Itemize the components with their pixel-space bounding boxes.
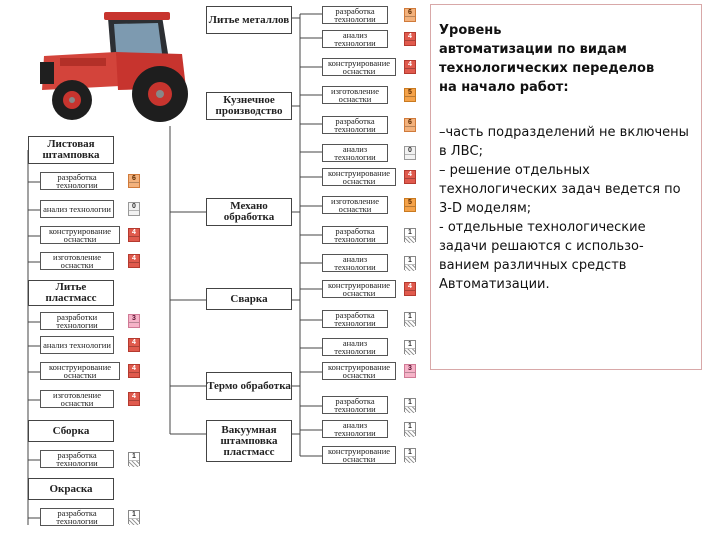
- level-tag: 4: [404, 60, 416, 74]
- automation-diagram: Литье металлов Кузнечное производство Ме…: [0, 0, 430, 540]
- task-konstruirovanie: конструирование оснастки: [322, 446, 396, 464]
- level-tag: 0: [404, 146, 416, 160]
- panel-heading-line: автоматизации по видам: [439, 40, 693, 59]
- process-vakuumnaya: Вакуумная штамповка пластмасс: [206, 420, 292, 462]
- task-analiz: анализ технологии: [322, 420, 388, 438]
- level-tag: 1: [404, 312, 416, 326]
- task-razrabotka: разработка технологии: [322, 116, 388, 134]
- level-tag: 1: [404, 340, 416, 354]
- level-tag: 4: [128, 364, 140, 378]
- tractor-image: [30, 6, 210, 126]
- task-konstruirovanie: конструирование оснастки: [322, 280, 396, 298]
- task-konstruirovanie: конструирование оснастки: [322, 168, 396, 186]
- process-sborka: Сборка: [28, 420, 114, 442]
- task-izgotovlenie: изготовление оснастки: [40, 252, 114, 270]
- task-analiz: анализ технологии: [40, 336, 114, 354]
- level-tag: 3: [128, 314, 140, 328]
- level-tag: 6: [128, 174, 140, 188]
- panel-heading: Уровень автоматизации по видам технологи…: [439, 21, 693, 97]
- task-analiz: анализ технологии: [322, 254, 388, 272]
- process-litye-plastmass: Литье пластмасс: [28, 280, 114, 306]
- panel-heading-line: на начало работ:: [439, 78, 693, 97]
- task-razrabotka: разработка технологии: [322, 6, 388, 24]
- level-tag: 4: [404, 282, 416, 296]
- panel-heading-line: Уровень: [439, 21, 693, 40]
- task-razrabotka: разработка технологии: [40, 450, 114, 468]
- task-konstruirovanie: конструирование оснастки: [322, 362, 396, 380]
- level-tag: 1: [128, 452, 140, 466]
- level-tag: 1: [404, 422, 416, 436]
- level-tag: 6: [404, 8, 416, 22]
- level-tag: 0: [128, 202, 140, 216]
- task-razrabotka: разработка технологии: [322, 226, 388, 244]
- process-svarka: Сварка: [206, 288, 292, 310]
- task-analiz: анализ технологии: [322, 338, 388, 356]
- process-mekhano: Механо обработка: [206, 198, 292, 226]
- task-izgotovlenie: изготовление оснастки: [40, 390, 114, 408]
- task-razrabotka: разработка технологии: [40, 172, 114, 190]
- description-panel: Уровень автоматизации по видам технологи…: [430, 4, 702, 370]
- task-izgotovlenie: изготовление оснастки: [322, 196, 388, 214]
- process-kuznechnoe: Кузнечное производство: [206, 92, 292, 120]
- task-konstruirovanie: конструирование оснастки: [40, 226, 120, 244]
- level-tag: 3: [404, 364, 416, 378]
- level-tag: 4: [404, 32, 416, 46]
- process-listovaya: Листовая штамповка: [28, 136, 114, 164]
- level-tag: 1: [404, 398, 416, 412]
- level-tag: 4: [128, 392, 140, 406]
- task-razrabotka: разработка технологии: [322, 396, 388, 414]
- task-analiz: анализ технологии: [40, 200, 114, 218]
- level-tag: 1: [128, 510, 140, 524]
- level-tag: 5: [404, 198, 416, 212]
- task-konstruirovanie: конструирование оснастки: [322, 58, 396, 76]
- level-tag: 1: [404, 256, 416, 270]
- level-tag: 1: [404, 228, 416, 242]
- task-razrabotka: разработка технологии: [322, 310, 388, 328]
- process-okraska: Окраска: [28, 478, 114, 500]
- panel-body: –часть подразделений не включены в ЛВС; …: [439, 123, 693, 294]
- process-litye-metallov: Литье металлов: [206, 6, 292, 34]
- level-tag: 4: [404, 170, 416, 184]
- panel-heading-line: технологических переделов: [439, 59, 693, 78]
- level-tag: 4: [128, 228, 140, 242]
- task-razrabotki: разработки технологии: [40, 312, 114, 330]
- task-konstruirovanie: конструирование оснастки: [40, 362, 120, 380]
- task-analiz: анализ технологии: [322, 144, 388, 162]
- task-razrabotka: разработка технологии: [40, 508, 114, 526]
- task-izgotovlenie: изготовление оснастки: [322, 86, 388, 104]
- level-tag: 1: [404, 448, 416, 462]
- level-tag: 4: [128, 338, 140, 352]
- level-tag: 6: [404, 118, 416, 132]
- level-tag: 4: [128, 254, 140, 268]
- task-analiz: анализ технологии: [322, 30, 388, 48]
- process-termo: Термо обработка: [206, 372, 292, 400]
- level-tag: 5: [404, 88, 416, 102]
